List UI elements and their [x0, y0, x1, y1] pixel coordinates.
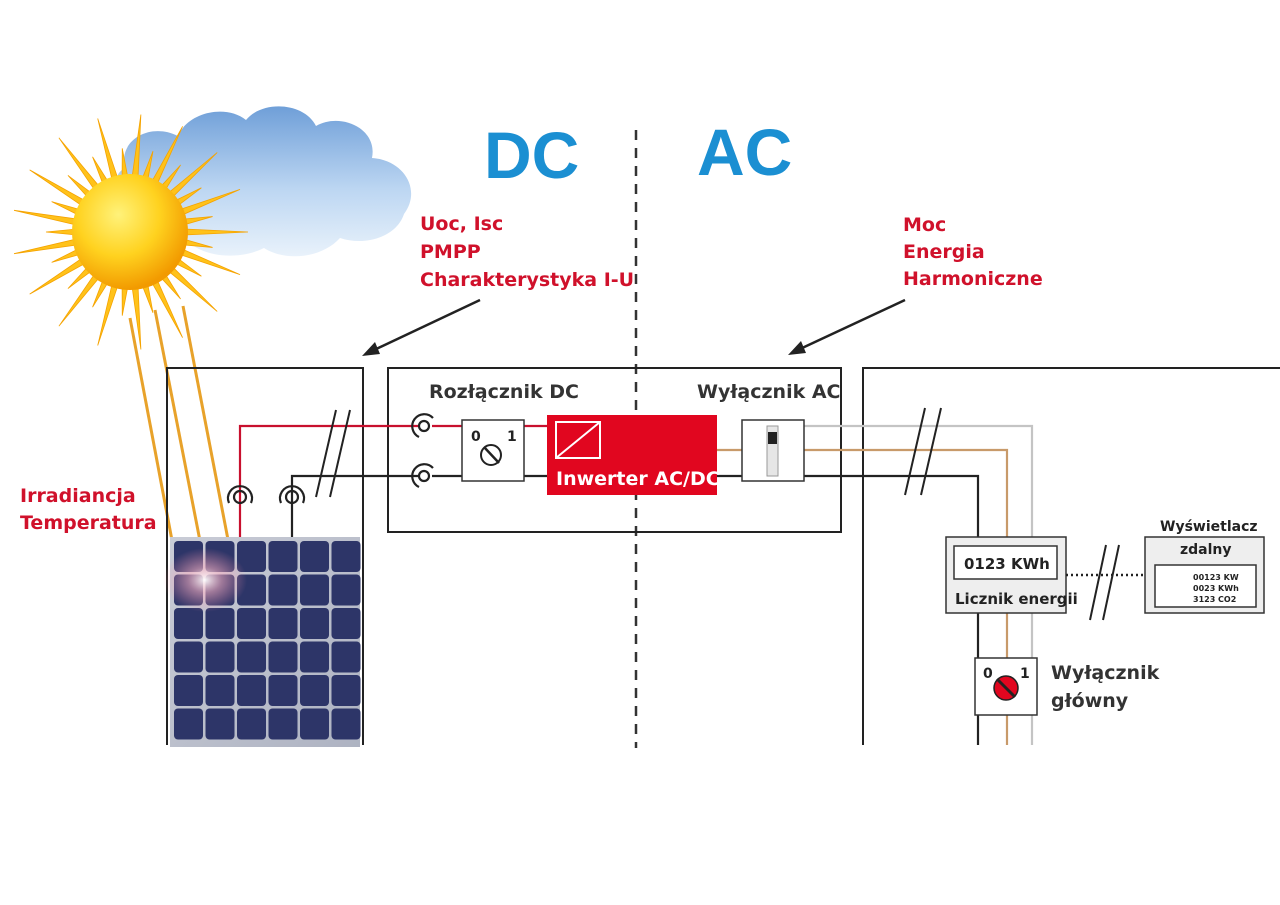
remote-display: Wyświetlacz zdalny 00123 KW 0023 KWh 312… [1144, 519, 1265, 614]
solar-cell [268, 608, 298, 639]
solar-cell [300, 541, 329, 572]
solar-cell [331, 641, 361, 673]
solar-cell [268, 675, 298, 706]
breaker-toggle-icon [768, 432, 777, 444]
main-switch[interactable]: 0 1 [974, 657, 1038, 716]
dc-wires [238, 424, 547, 537]
solar-cell [300, 641, 329, 673]
solar-cell [268, 541, 298, 572]
ac-measurement-harmonics: Harmoniczne [903, 268, 1043, 290]
solar-cell [237, 675, 266, 706]
energy-meter-reading: 0123 KWh [964, 555, 1050, 573]
dc-section-title: DC [484, 118, 579, 192]
inverter-label: Inwerter AC/DC [556, 468, 720, 490]
solar-cell [300, 708, 329, 740]
solar-cell [331, 708, 361, 740]
solar-cell [205, 708, 235, 740]
solar-cell [331, 541, 361, 572]
remote-display-power: 00123 KW [1193, 573, 1239, 582]
solar-cell [174, 675, 203, 706]
sun-ray [13, 237, 81, 255]
dc-measurement-pmpp: PMPP [420, 241, 481, 263]
solar-cell [205, 675, 235, 706]
rotary-knob-icon [483, 446, 500, 464]
solar-cell [331, 608, 361, 639]
solar-cell [205, 641, 235, 673]
dc-measurement-iu-curve: Charakterystyka I-U [420, 269, 634, 291]
solar-cell [174, 608, 203, 639]
dc-disconnector-pos-off: 0 [471, 429, 481, 445]
dc-disconnector-switch[interactable]: 0 1 [461, 419, 525, 482]
solar-cell [300, 675, 329, 706]
inverter-block: Inwerter AC/DC [547, 415, 720, 495]
ac-section-title: AC [697, 115, 792, 189]
wall-break-marks [315, 407, 1120, 621]
main-switch-label-line2: główny [1051, 690, 1129, 712]
dc-disconnector-pos-on: 1 [507, 429, 517, 445]
dc-disconnector-label: Rozłącznik DC [429, 381, 579, 403]
energy-meter-label: Licznik energii [955, 590, 1078, 608]
remote-display-co2: 3123 CO2 [1193, 595, 1236, 604]
dc-room-outline [166, 367, 364, 745]
solar-cell [268, 708, 298, 740]
temperature-label: Temperatura [20, 512, 157, 534]
ac-measurements: Moc Energia Harmoniczne [903, 214, 1043, 290]
ac-measurement-power: Moc [903, 214, 946, 236]
remote-display-title-line1: Wyświetlacz [1160, 519, 1258, 535]
solar-cell [331, 574, 361, 606]
solar-cell [268, 641, 298, 673]
ac-measurement-energy: Energia [903, 241, 985, 263]
ac-breaker-switch[interactable] [741, 419, 805, 482]
solar-cell [174, 641, 203, 673]
sunlight-glow [163, 548, 247, 612]
dc-measurement-uoc-isc: Uoc, Isc [420, 213, 503, 235]
solar-cell [174, 708, 203, 740]
solar-cell [237, 541, 266, 572]
solar-cell [237, 708, 266, 740]
rotary-knob-icon [995, 677, 1017, 699]
ac-room-outline [862, 367, 1280, 745]
clamp-sensor-icon [226, 413, 434, 505]
solar-cell [205, 608, 235, 639]
solar-cell [237, 608, 266, 639]
solar-cell [268, 574, 298, 606]
dc-pointer-arrow [362, 298, 481, 356]
ac-wires [717, 424, 1034, 745]
solar-cell [237, 641, 266, 673]
solar-cell [300, 574, 329, 606]
remote-display-title-line2: zdalny [1180, 542, 1232, 558]
dc-measurements: Uoc, Isc PMPP Charakterystyka I-U [420, 213, 634, 291]
converter-symbol-icon [555, 421, 601, 459]
solar-cell [331, 675, 361, 706]
sun-ray [29, 169, 89, 208]
remote-display-energy: 0023 KWh [1193, 584, 1239, 593]
ac-pointer-arrow [788, 298, 906, 355]
ac-breaker-label: Wyłącznik AC [697, 381, 840, 403]
environment-measurements: Irradiancja Temperatura [20, 485, 157, 534]
main-switch-pos-off: 0 [983, 666, 993, 682]
sun-ray [149, 276, 183, 338]
sun-icon [13, 114, 249, 350]
sun-ray [13, 209, 81, 227]
irradiance-label: Irradiancja [20, 485, 136, 507]
energy-meter: 0123 KWh Licznik energii [945, 536, 1078, 614]
solar-cell [300, 608, 329, 639]
main-switch-pos-on: 1 [1020, 666, 1030, 682]
sun-ray [29, 256, 89, 295]
main-switch-label-line1: Wyłącznik [1051, 662, 1160, 684]
